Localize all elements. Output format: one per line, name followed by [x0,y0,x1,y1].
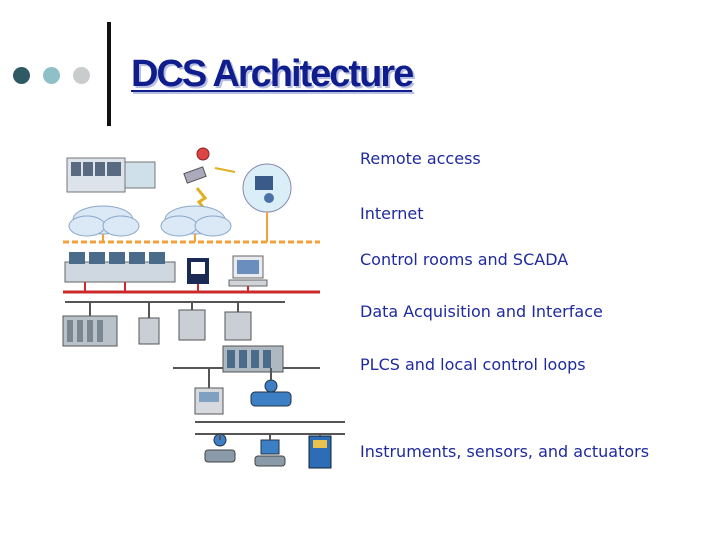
satellite-icon [183,147,236,213]
pressure-sensor-icon [254,439,286,467]
slide-title: DCS Architecture [131,53,414,95]
layer-label-remote-access: Remote access [360,149,481,168]
scada-console-icon [64,252,176,283]
remote-operator-icon [242,163,292,213]
layer-label-plcs: PLCS and local control loops [360,355,586,374]
actuator-icon [308,435,332,469]
plc-rack-icon [222,345,284,373]
cloud-left-icon [68,205,140,237]
layer-label-instruments: Instruments, sensors, and actuators [360,442,650,461]
bullet-dot-1 [13,67,30,84]
control-room-icon [66,157,156,193]
local-controller-icon [194,387,224,415]
layer-label-data-acquisition: Data Acquisition and Interface [360,302,603,321]
bullet-dot-2 [43,67,60,84]
io-rack-icon [62,315,118,347]
ia-logo-icon [187,258,209,284]
layer-label-control-rooms: Control rooms and SCADA [360,250,569,269]
architecture-illustration [62,147,345,469]
workstation-icon [228,255,268,287]
layer-label-internet: Internet [360,204,424,223]
controller-icon [138,309,252,345]
valve-icon-upper [250,379,292,407]
bullet-dot-3 [73,67,90,84]
title-divider [107,22,111,126]
cloud-right-icon [160,205,232,237]
